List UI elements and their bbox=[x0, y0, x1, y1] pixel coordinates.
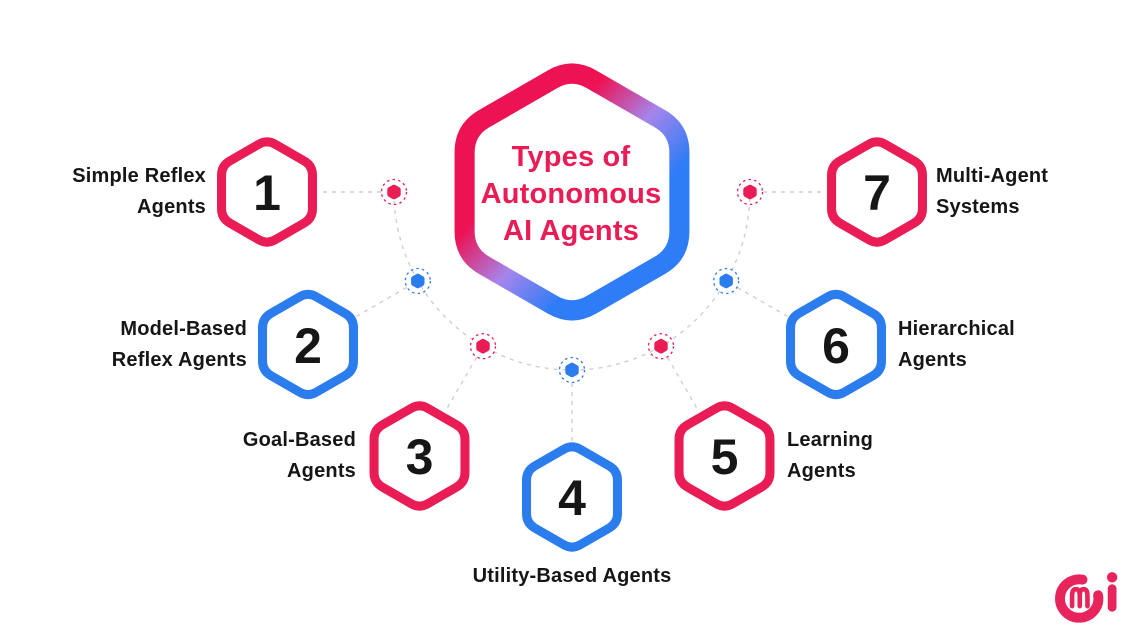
node-number-4: 4 bbox=[558, 470, 586, 526]
connector-dot-ring bbox=[713, 267, 740, 295]
node-number-2: 2 bbox=[294, 317, 322, 374]
connector-dot-core bbox=[719, 273, 733, 289]
node-number-7: 7 bbox=[863, 165, 891, 221]
connector-dot-core bbox=[565, 362, 579, 378]
node-label-6: Hierarchical Agents bbox=[898, 314, 1118, 376]
node-label-line: Agents bbox=[898, 349, 967, 371]
node-label-4: Utility-Based Agents bbox=[422, 561, 722, 592]
connector-line-5 bbox=[666, 357, 698, 408]
node-label-line: Agents bbox=[287, 460, 356, 482]
connector-dot-core bbox=[654, 338, 668, 354]
node-label-7: Multi-Agent Systems bbox=[936, 161, 1140, 223]
connector-dot-ring bbox=[736, 178, 764, 206]
connector-dot-ring bbox=[647, 333, 675, 360]
connector-dot-core bbox=[476, 338, 490, 354]
connector-dot-core bbox=[411, 273, 425, 289]
node-number-1: 1 bbox=[253, 165, 281, 221]
brand-logo-icon bbox=[1055, 572, 1118, 623]
node-number-3: 3 bbox=[405, 429, 434, 485]
connector-dot-4 bbox=[558, 356, 586, 384]
connector-dot-ring bbox=[404, 267, 431, 295]
connector-dot-ring bbox=[469, 333, 497, 360]
node-number-5: 5 bbox=[710, 429, 739, 485]
node-number-6: 6 bbox=[822, 317, 850, 374]
node-label-line: Simple Reflex bbox=[72, 165, 206, 187]
connector-dot-2 bbox=[404, 267, 431, 295]
connector-dot-core bbox=[387, 184, 401, 200]
connector-dot-ring bbox=[380, 178, 408, 206]
node-label-line: Agents bbox=[137, 196, 206, 218]
connector-dot-6 bbox=[713, 267, 740, 295]
node-label-line: Model-Based bbox=[120, 318, 247, 340]
node-label-1: Simple Reflex Agents bbox=[20, 161, 206, 223]
node-label-5: Learning Agents bbox=[787, 425, 987, 487]
diagram-title-line: Types of bbox=[511, 141, 631, 173]
node-label-line: Utility-Based Agents bbox=[472, 565, 672, 587]
connector-dot-5 bbox=[647, 333, 675, 360]
brand-logo-i-dot bbox=[1106, 572, 1118, 583]
brand-logo-ring bbox=[1055, 574, 1104, 623]
node-label-3: Goal-Based Agents bbox=[150, 425, 356, 487]
connector-dot-1 bbox=[380, 178, 408, 206]
brand-logo-m bbox=[1069, 586, 1090, 609]
connector-line-2 bbox=[356, 286, 407, 318]
connector-dot-7 bbox=[736, 178, 764, 206]
connector-line-6 bbox=[737, 286, 788, 318]
node-label-line: Reflex Agents bbox=[111, 349, 247, 371]
diagram-title: Types of Autonomous AI Agents bbox=[451, 139, 691, 250]
node-label-line: Systems bbox=[936, 196, 1020, 218]
diagram-title-line: Autonomous bbox=[480, 178, 662, 210]
diagram-title-line: AI Agents bbox=[502, 215, 640, 247]
node-label-line: Agents bbox=[787, 460, 856, 482]
node-label-line: Multi-Agent bbox=[936, 165, 1049, 187]
connector-dot-3 bbox=[469, 333, 497, 360]
node-label-2: Model-Based Reflex Agents bbox=[40, 314, 247, 376]
node-label-line: Learning bbox=[787, 429, 874, 451]
connector-line-3 bbox=[446, 357, 478, 408]
connector-dot-core bbox=[743, 184, 757, 200]
node-label-line: Goal-Based bbox=[242, 429, 356, 451]
node-label-line: Hierarchical bbox=[898, 318, 1015, 340]
connector-dot-ring bbox=[558, 356, 586, 384]
